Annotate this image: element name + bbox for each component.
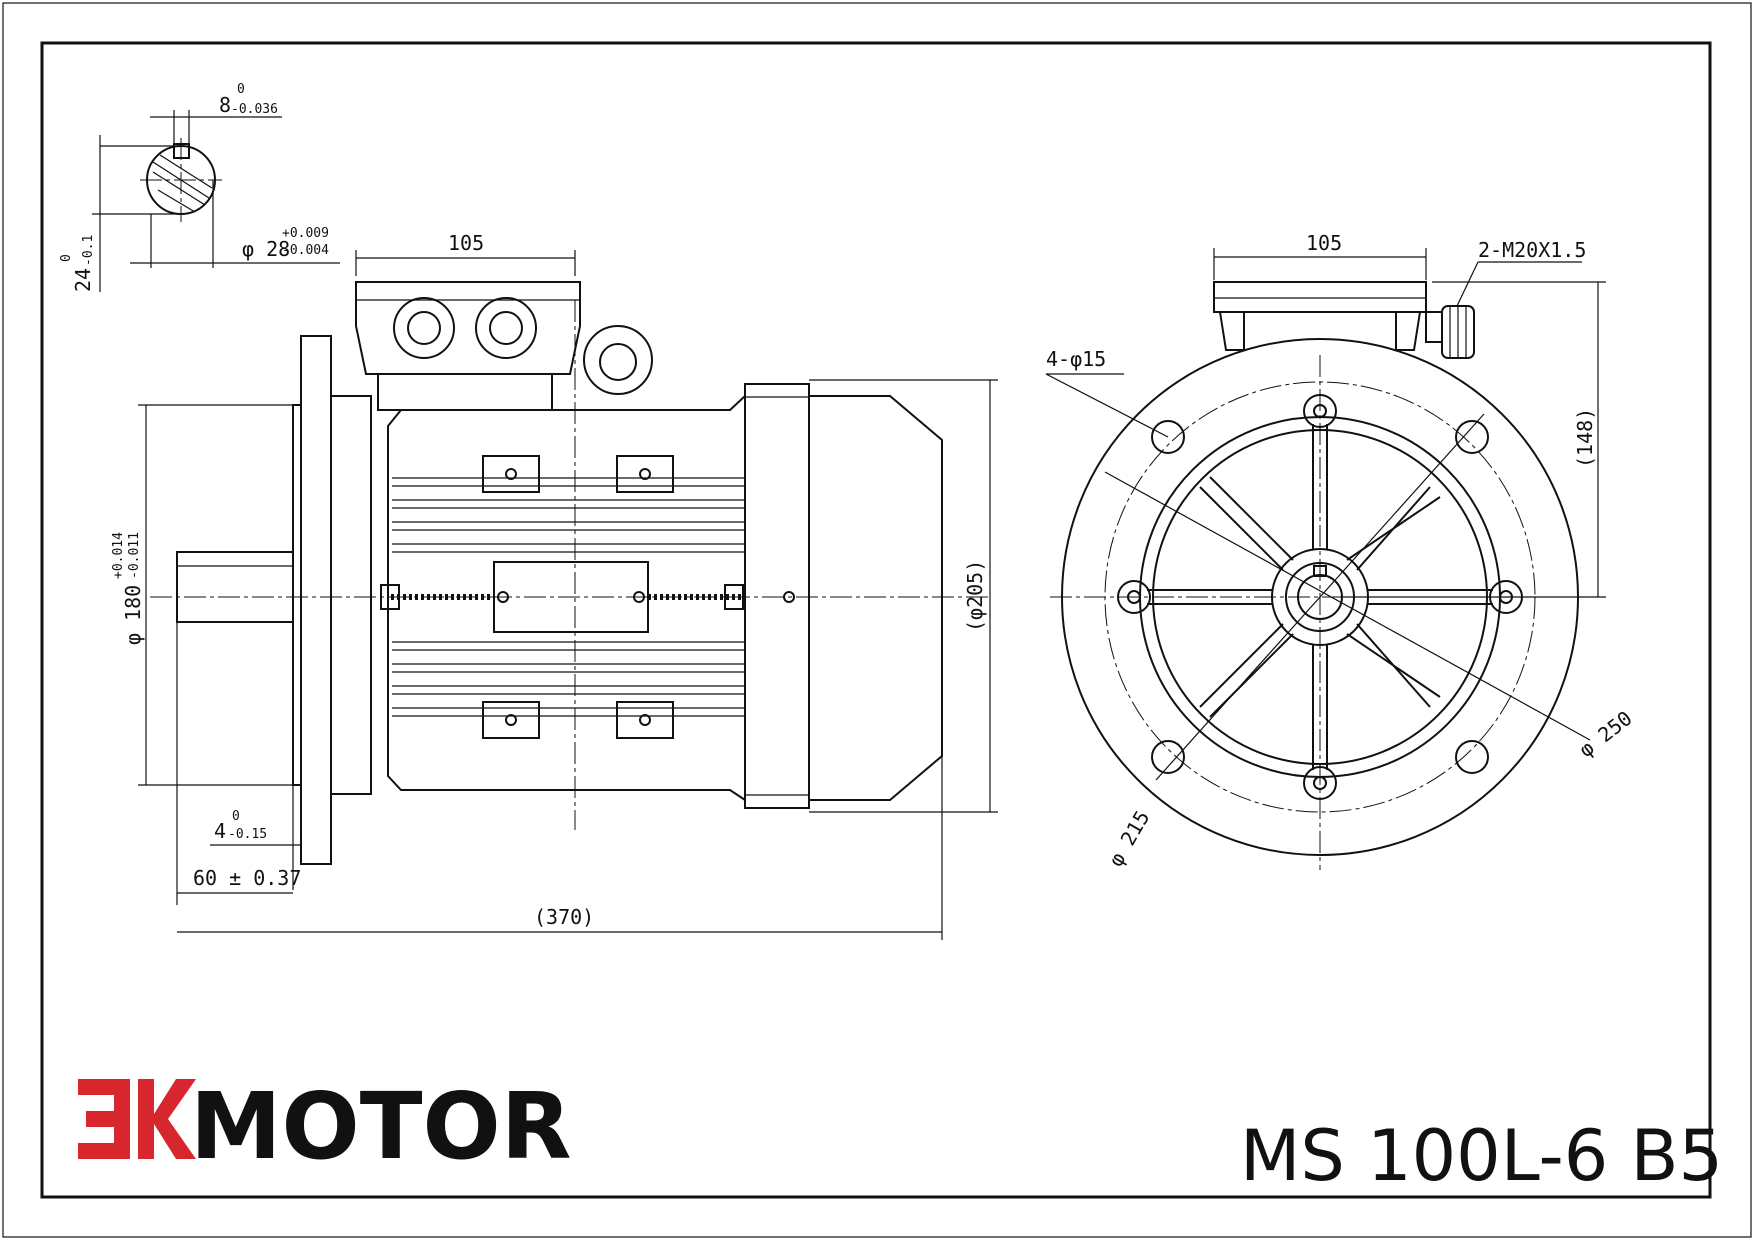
key-width-dim: 8 [219, 93, 231, 117]
housing-diameter-dim: (φ205) [963, 560, 987, 632]
key-width-tol-upper: 0 [237, 82, 245, 97]
ek-logo-mark [78, 1079, 196, 1159]
model-number: MS 100L-6 B5 [1240, 1115, 1723, 1197]
shaft-length-dim: 60 ± 0.37 [193, 866, 301, 890]
key-height-dim: 24 [71, 268, 95, 292]
flange-holes-callout: 4-φ15 [1046, 347, 1106, 371]
motor-side-view [150, 281, 990, 865]
motor-front-view [1050, 281, 1590, 870]
front-view-dimension-lines [1045, 248, 1606, 781]
spigot-diameter-dim: φ 180 [121, 585, 145, 645]
shaft-tol-lower: -0.004 [282, 243, 329, 258]
spigot-depth-tol-bottom: -0.15 [228, 827, 267, 842]
side-terminal-box-width: 105 [448, 231, 484, 255]
shaft-tol-upper: +0.009 [282, 226, 329, 241]
flange-diameter-dim: φ 250 [1574, 706, 1636, 762]
spigot-depth-dim: 4 [214, 819, 226, 843]
side-view-dimension-lines [138, 250, 998, 940]
spigot-depth-tol-top: 0 [232, 809, 240, 824]
key-height-tol-lower: -0.1 [81, 235, 96, 266]
shaft-diameter-dim: φ 28 [242, 237, 290, 261]
inner-frame [40, 41, 1712, 1199]
spigot-tol-lower: -0.011 [127, 532, 142, 579]
front-height-dim: (148) [1573, 408, 1597, 468]
shaft-section-detail [92, 110, 340, 292]
spigot-tol-upper: +0.014 [111, 532, 126, 579]
brand-wordmark: MOTOR [190, 1073, 572, 1180]
overall-length-dim: (370) [534, 905, 594, 929]
key-height-tol-upper: 0 [59, 254, 74, 262]
key-width-tol-lower: -0.036 [231, 102, 278, 117]
cable-gland-callout: 2-M20X1.5 [1478, 238, 1586, 262]
pcd-dim: φ 215 [1104, 806, 1155, 870]
front-terminal-box-width: 105 [1306, 231, 1342, 255]
